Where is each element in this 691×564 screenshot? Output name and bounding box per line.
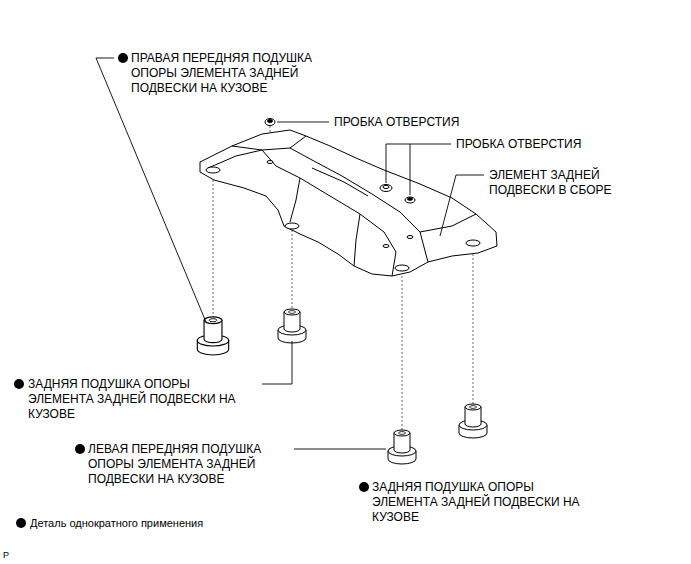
- leader-line: [262, 341, 292, 384]
- cushion: [459, 404, 487, 438]
- plug-hole: [407, 236, 413, 239]
- mount-hole: [395, 265, 409, 271]
- cushion: [278, 309, 306, 343]
- part-label: ПРАВАЯ ПЕРЕДНЯЯ ПОДУШКА ОПОРЫ ЭЛЕМЕНТА З…: [131, 51, 336, 96]
- leader-line: [440, 175, 484, 236]
- mount-hole: [285, 223, 299, 229]
- member-edge: [232, 136, 306, 150]
- member-edge: [420, 214, 476, 232]
- leader-line: [96, 58, 206, 322]
- mount-hole: [206, 167, 220, 173]
- member-edge: [208, 150, 262, 168]
- plug-hole: [383, 245, 389, 248]
- plug-hole: [267, 161, 273, 164]
- hole-plug: [380, 185, 392, 192]
- guide-line: [213, 172, 214, 318]
- member-outline: [200, 130, 497, 276]
- hole-plug: [405, 197, 415, 203]
- bullet-mark: [118, 53, 128, 63]
- leader-line: [277, 122, 329, 123]
- leader-line: [294, 449, 386, 450]
- bullet-mark: [359, 482, 369, 492]
- part-label: ПРОБКА ОТВЕРСТИЯ: [456, 137, 581, 152]
- mount-hole: [466, 240, 480, 246]
- leader-line: [410, 144, 411, 195]
- part-label: ЭЛЕМЕНТ ЗАДНЕЙ ПОДВЕСКИ В СБОРЕ: [489, 168, 639, 198]
- page-mark: P: [3, 548, 9, 563]
- part-label: ЗАДНЯЯ ПОДУШКА ОПОРЫ ЭЛЕМЕНТА ЗАДНЕЙ ПОД…: [28, 377, 252, 422]
- member-edge: [290, 148, 428, 262]
- hole-plugs: [265, 119, 415, 204]
- hole-plug: [268, 120, 273, 123]
- cushion: [197, 317, 228, 355]
- hole-plug: [383, 185, 389, 188]
- hole-plug: [408, 198, 413, 201]
- bullet-mark: [14, 379, 24, 389]
- guide-line: [402, 272, 403, 431]
- legend-mark: [16, 518, 26, 528]
- part-label: ЛЕВАЯ ПЕРЕДНЯЯ ПОДУШКА ОПОРЫ ЭЛЕМЕНТА ЗА…: [88, 442, 293, 487]
- bullet-mark: [75, 444, 85, 454]
- legend-text: Деталь однократного применения: [30, 516, 203, 530]
- guide-line: [473, 246, 474, 405]
- suspension-member: [200, 130, 497, 276]
- hole-plug: [265, 119, 275, 126]
- part-label: ЗАДНЯЯ ПОДУШКА ОПОРЫ ЭЛЕМЕНТА ЗАДНЕЙ ПОД…: [372, 480, 596, 525]
- member-edge: [312, 168, 368, 196]
- member-edge: [290, 178, 300, 222]
- cushion: [388, 430, 416, 464]
- leader-line: [386, 144, 451, 183]
- member-edge: [354, 214, 360, 266]
- bullets: [14, 53, 369, 528]
- guide-line: [292, 230, 293, 310]
- part-label: ПРОБКА ОТВЕРСТИЯ: [334, 115, 459, 130]
